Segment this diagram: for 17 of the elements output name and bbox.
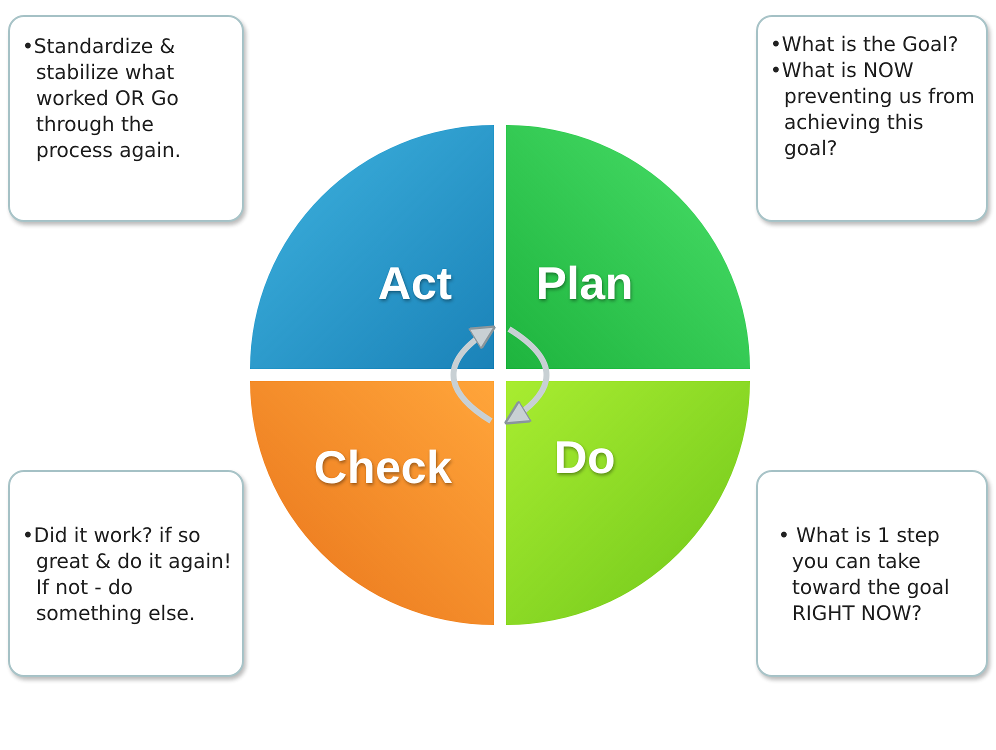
- note-card: [8, 470, 244, 677]
- bullet-text: •What is the Goal?: [770, 31, 960, 57]
- bullet-text: •Standardize & stabilize what worked OR Go through the process again.: [22, 33, 182, 163]
- curved-arrow: [450, 325, 496, 424]
- stage-label: Check: [314, 441, 452, 493]
- bullet-text: • What is 1 step you can take toward the goal RIGHT NOW?: [778, 522, 951, 626]
- curved-arrow: [504, 326, 550, 425]
- quadrant: [250, 125, 494, 369]
- stage-label: Do: [554, 431, 616, 483]
- note-card: [8, 15, 244, 222]
- stage-label: Plan: [536, 257, 634, 309]
- note-card: [756, 15, 988, 222]
- note-card: [756, 470, 988, 677]
- bullet-text: •What is NOW preventing us from achieving this goal?: [770, 57, 976, 161]
- bullet-text: •Did it work? if so great & do it again! If not - do something else.: [22, 522, 233, 626]
- stage-label: Act: [378, 257, 452, 309]
- quadrant: [250, 381, 494, 625]
